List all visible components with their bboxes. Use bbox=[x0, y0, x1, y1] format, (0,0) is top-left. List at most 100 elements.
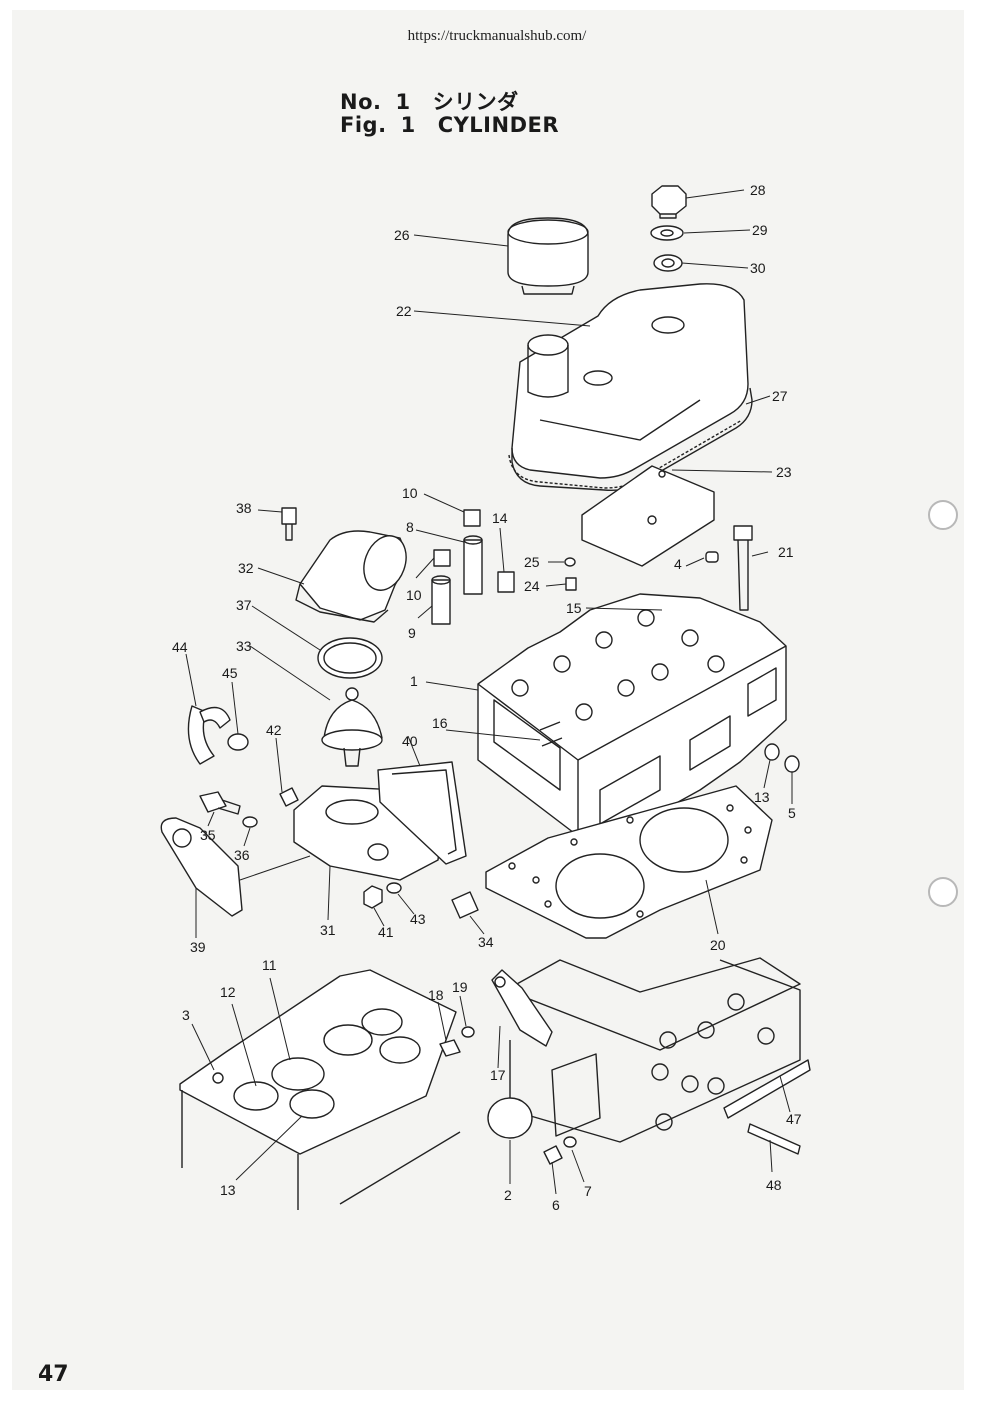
part-label: 48 bbox=[766, 1177, 782, 1193]
leader-lines bbox=[185, 189, 793, 1195]
part-label: 32 bbox=[238, 560, 254, 576]
part-label: 9 bbox=[408, 625, 416, 641]
cylinder-block bbox=[179, 957, 801, 1210]
part-label: 28 bbox=[750, 182, 766, 198]
nut-part-42 bbox=[363, 885, 383, 909]
part-label: 10 bbox=[406, 587, 422, 603]
bracket-part-40 bbox=[160, 817, 243, 917]
part-label: 29 bbox=[752, 222, 768, 238]
part-label: 7 bbox=[584, 1183, 592, 1199]
bolt-part-39 bbox=[281, 507, 297, 541]
plug-part-35 bbox=[451, 891, 479, 919]
plug-part-2 bbox=[487, 1097, 533, 1139]
water-outlet-part-33 bbox=[295, 530, 407, 623]
part-label: 13 bbox=[220, 1182, 236, 1198]
seal-washer-part-31 bbox=[653, 254, 683, 272]
glow-plug-part-48 bbox=[747, 1123, 801, 1155]
binder-hole bbox=[928, 877, 958, 907]
stud-part-25 bbox=[565, 577, 577, 591]
head-bolt-part-22 bbox=[733, 525, 753, 611]
title-english-text: CYLINDER bbox=[437, 113, 560, 137]
part-label: 43 bbox=[410, 911, 426, 927]
part-label: 39 bbox=[190, 939, 206, 955]
part-label: 34 bbox=[478, 934, 494, 950]
washer-part-37 bbox=[242, 816, 258, 828]
part-label: 2 bbox=[504, 1187, 512, 1203]
pin-part-4 bbox=[705, 551, 719, 563]
part-label: 18 bbox=[428, 987, 444, 1003]
source-url: https://truckmanualshub.com/ bbox=[407, 28, 587, 44]
bolt-part-6 bbox=[543, 1145, 563, 1165]
part-label: 1 bbox=[410, 673, 418, 689]
part-label: 33 bbox=[236, 638, 252, 654]
part-label: 45 bbox=[222, 665, 238, 681]
plug-part-5 bbox=[784, 755, 800, 773]
bolt-part-36 bbox=[199, 791, 241, 815]
clip-part-26 bbox=[564, 557, 576, 567]
part-label: 35 bbox=[200, 827, 216, 843]
washer-part-7 bbox=[563, 1136, 577, 1148]
part-label: 38 bbox=[236, 500, 252, 516]
bolt-part-43 bbox=[279, 787, 299, 807]
part-label: 3 bbox=[182, 1007, 190, 1023]
washer-part-20 bbox=[461, 1026, 475, 1038]
plate-part-24 bbox=[581, 465, 715, 567]
cap-nut-part-29 bbox=[651, 185, 687, 219]
thermostat-part-34 bbox=[321, 687, 383, 767]
part-label: 37 bbox=[236, 597, 252, 613]
part-label: 20 bbox=[710, 937, 726, 953]
part-label: 31 bbox=[320, 922, 336, 938]
part-label: 5 bbox=[788, 805, 796, 821]
title-japanese-text: シリンダ bbox=[432, 90, 519, 114]
washer-part-44 bbox=[386, 882, 402, 894]
part-label: 36 bbox=[234, 847, 250, 863]
gasket-ring-part-38 bbox=[317, 637, 383, 679]
part-label: 8 bbox=[406, 519, 414, 535]
valve-guide-part-9 bbox=[431, 579, 451, 625]
cap-part-10 bbox=[433, 549, 451, 567]
part-label: 44 bbox=[172, 639, 188, 655]
title-no-number: 1 bbox=[395, 90, 411, 114]
seal-part-15 bbox=[497, 571, 515, 593]
part-label: 15 bbox=[566, 600, 582, 616]
part-label: 10 bbox=[402, 485, 418, 501]
figure-title-english: Fig. 1 CYLINDER bbox=[340, 113, 559, 137]
plug-part-14 bbox=[764, 743, 780, 761]
part-label: 11 bbox=[262, 957, 277, 973]
part-label: 41 bbox=[378, 924, 394, 940]
part-label: 6 bbox=[552, 1197, 560, 1213]
head-gasket-part-21 bbox=[485, 785, 773, 939]
cylinder-head-part-1 bbox=[477, 593, 787, 837]
head-cover-part-23 bbox=[508, 283, 753, 492]
part-label: 19 bbox=[452, 979, 468, 995]
part-label: 24 bbox=[524, 578, 540, 594]
binder-hole bbox=[928, 500, 958, 530]
washer-part-30 bbox=[650, 225, 684, 241]
part-number-labels: 28 29 30 26 22 27 23 38 10 8 14 25 24 4 … bbox=[172, 182, 802, 1213]
part-label: 12 bbox=[220, 984, 236, 1000]
part-label: 22 bbox=[396, 303, 412, 319]
part-label: 17 bbox=[490, 1067, 506, 1083]
title-no-label: No. bbox=[340, 90, 382, 114]
part-label: 40 bbox=[402, 733, 418, 749]
part-label: 42 bbox=[266, 722, 282, 738]
part-label: 47 bbox=[786, 1111, 802, 1127]
part-label: 13 bbox=[754, 789, 770, 805]
title-fig-number: 1 bbox=[400, 113, 416, 137]
part-label: 27 bbox=[772, 388, 788, 404]
hose-clamp-part-46 bbox=[227, 733, 249, 751]
bracket-part-18 bbox=[491, 969, 553, 1047]
figure-title-japanese: No. 1 シリンダ bbox=[340, 86, 519, 116]
part-label: 25 bbox=[524, 554, 540, 570]
part-label: 26 bbox=[394, 227, 410, 243]
part-label: 23 bbox=[776, 464, 792, 480]
part-label: 4 bbox=[674, 556, 682, 572]
gasket-part-41 bbox=[377, 761, 467, 865]
title-fig-label: Fig. bbox=[340, 113, 387, 137]
stud-part-17 bbox=[539, 721, 563, 747]
page-number: 47 bbox=[38, 1362, 69, 1387]
part-label: 30 bbox=[750, 260, 766, 276]
cap-part-10 bbox=[463, 509, 481, 527]
bolt-part-19 bbox=[439, 1039, 461, 1057]
